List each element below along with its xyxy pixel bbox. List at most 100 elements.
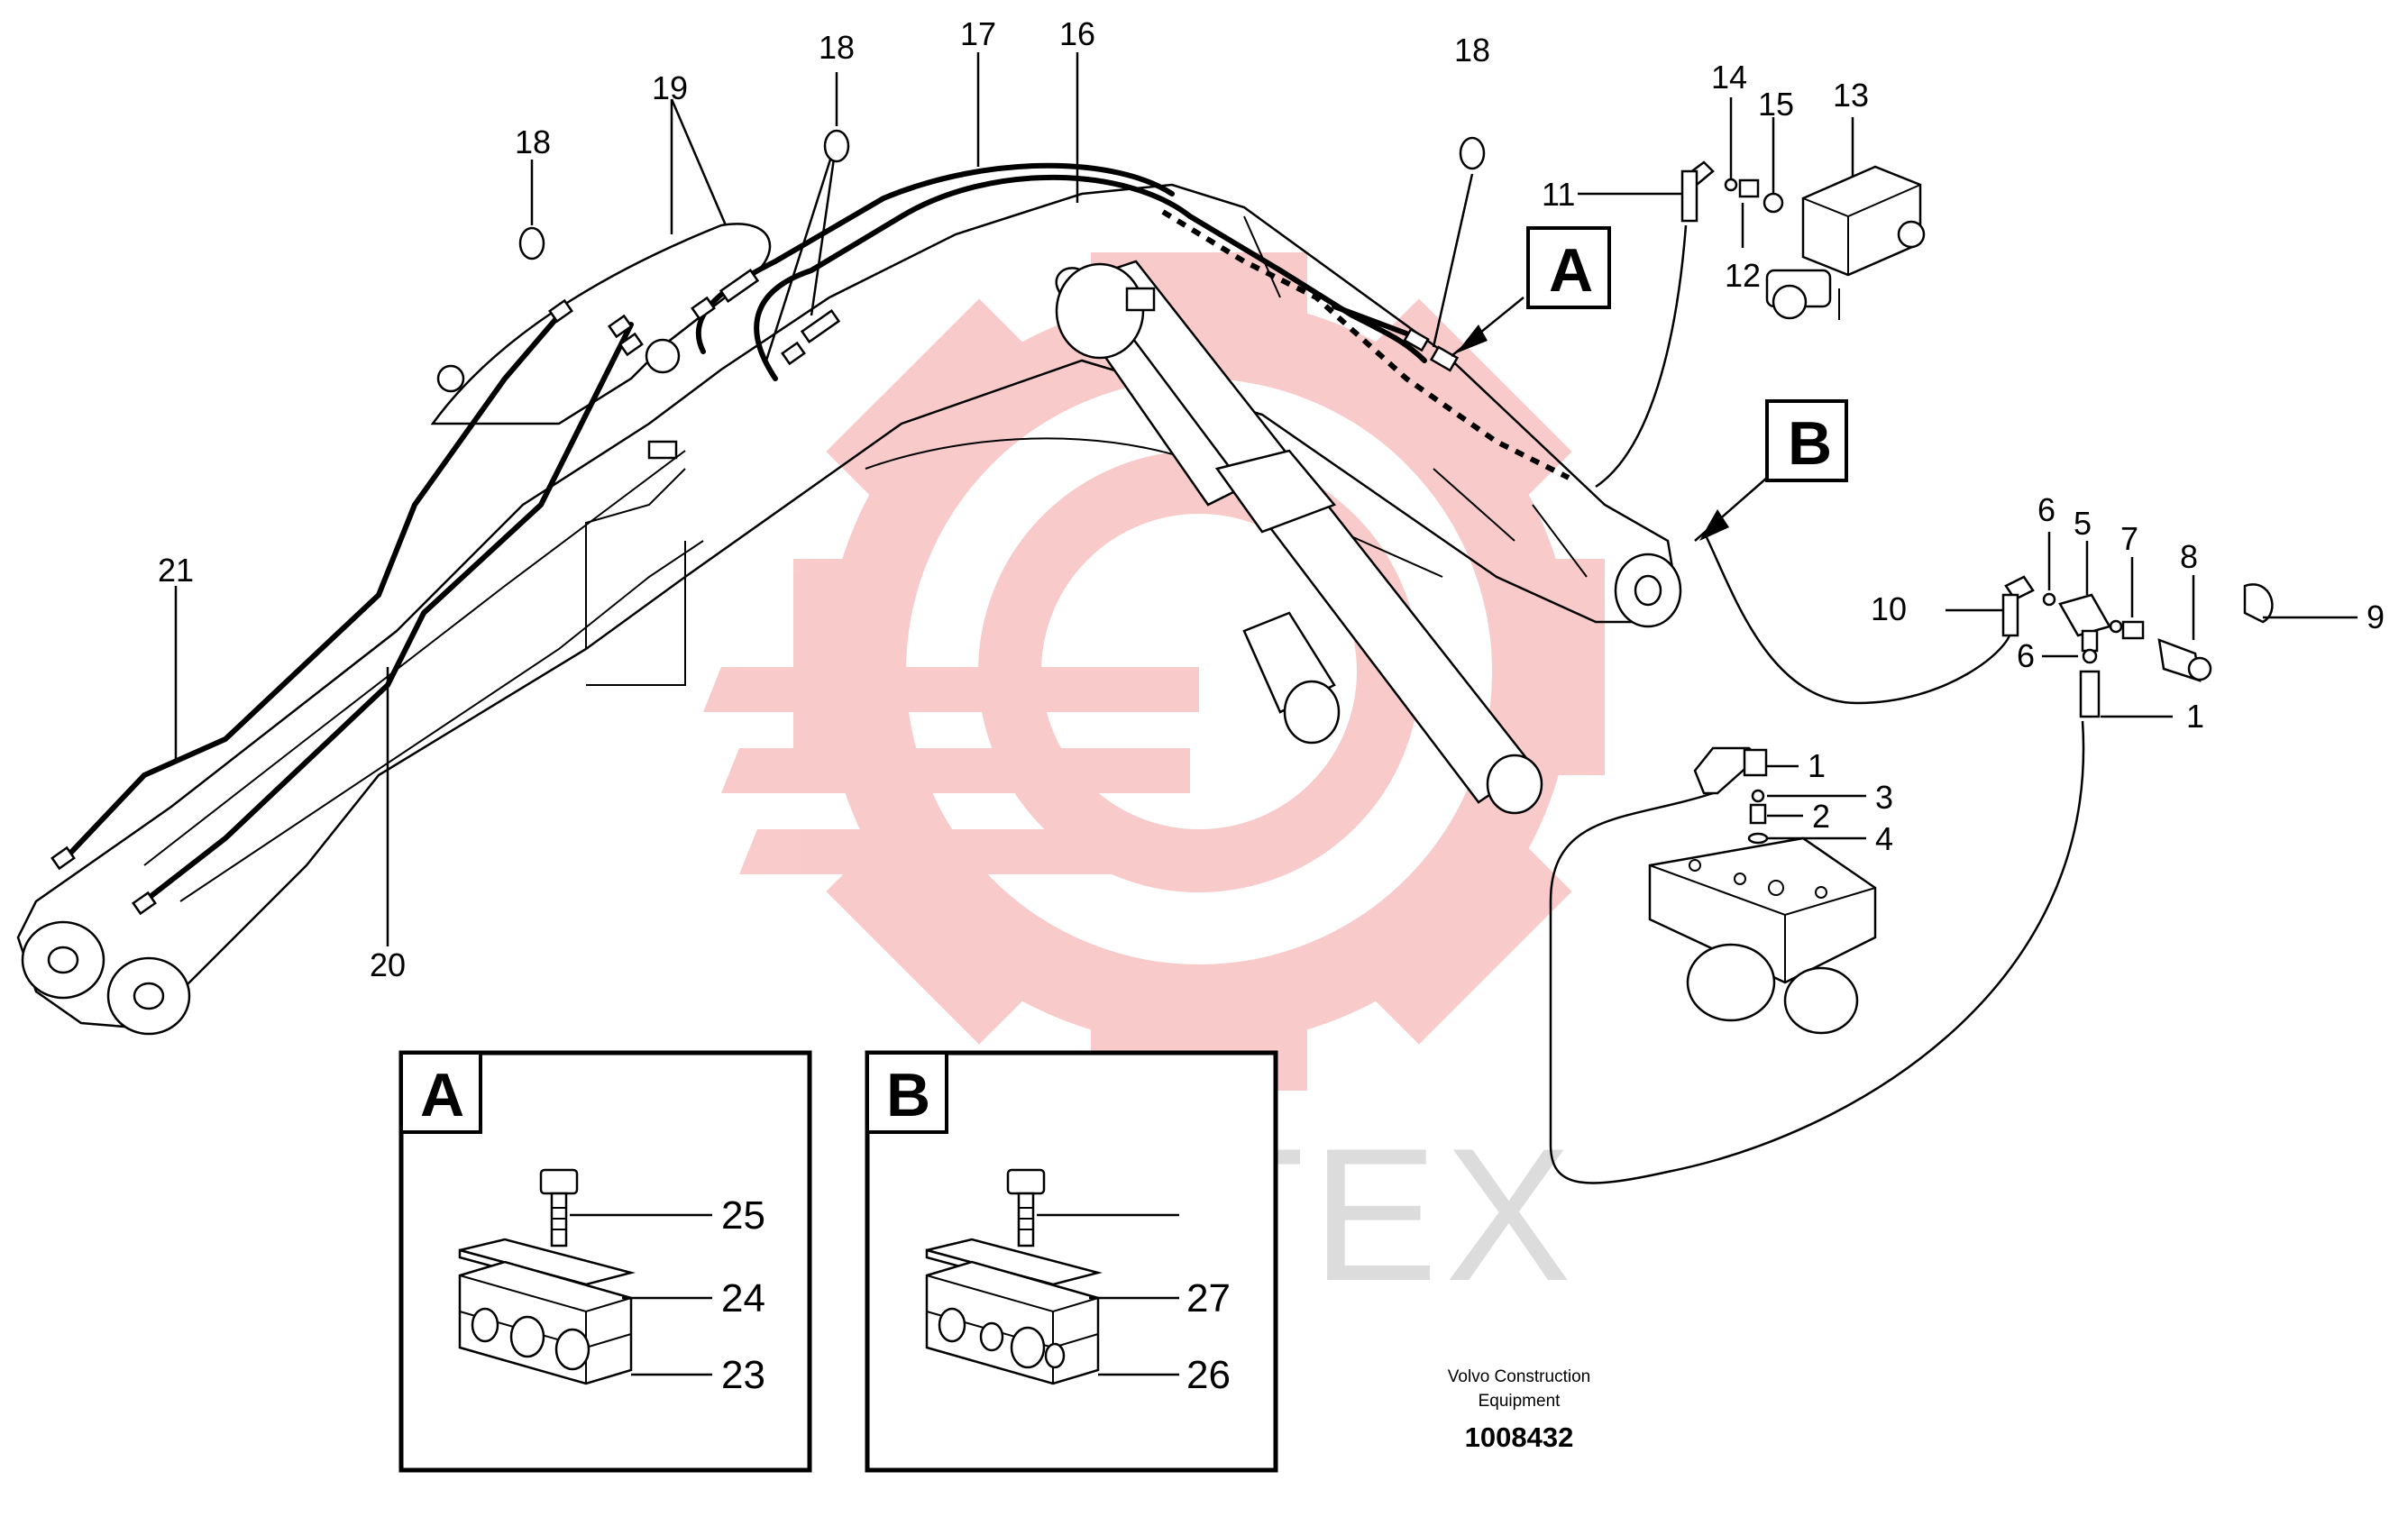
callout-7: 7	[2120, 520, 2138, 557]
adapter-7	[2121, 620, 2145, 640]
bolt-24-head	[539, 1168, 579, 1195]
boom-top-mount	[436, 364, 465, 393]
cylinder-eye-pin	[1283, 680, 1341, 745]
hoses	[60, 162, 2085, 1184]
callout-2: 2	[1812, 798, 1830, 835]
boom-nose-pin-hole	[1634, 574, 1662, 607]
fitting-11	[1680, 169, 1698, 223]
callout-8: 8	[2180, 538, 2198, 575]
tee-5	[2058, 593, 2111, 637]
callout-labels: 18 19 18 17 16 18 14 15 13 11 12 21 20 1…	[158, 15, 2385, 983]
boom-plate-line	[179, 540, 704, 902]
valve-body-edge	[1802, 184, 1921, 275]
callout-5: 5	[2074, 505, 2092, 542]
callout-10: 10	[1871, 590, 1907, 627]
callout-17: 17	[960, 15, 996, 52]
o-ring-13	[1724, 178, 1738, 192]
callout-23: 24	[721, 1276, 765, 1321]
fitting	[1429, 345, 1460, 372]
detail-box-a: A 25 24 23	[398, 1050, 812, 1473]
pilot-line-1	[1549, 720, 2085, 1184]
callout-13: 14	[1711, 59, 1747, 96]
callout-20: 20	[370, 946, 406, 983]
fitting	[132, 891, 157, 916]
callout-4: 4	[1875, 820, 1893, 857]
boom-plate-line	[143, 450, 686, 866]
detail-marker-b-label: B	[1788, 409, 1832, 478]
detail-marker-b: B	[1699, 399, 1848, 541]
leader-lines	[174, 52, 2358, 946]
callout-26: 27	[1186, 1276, 1231, 1321]
block-port	[1689, 859, 1701, 872]
boom-lug	[647, 440, 678, 460]
valve-connector	[1772, 284, 1808, 320]
adapter-2	[1749, 803, 1767, 825]
fitting	[781, 341, 806, 366]
doc-number: 1008432	[1465, 1421, 1574, 1453]
hose-16	[1332, 304, 1409, 336]
boom-plate-line	[586, 541, 686, 686]
boom-plate-line	[585, 468, 686, 649]
callout-16: 16	[1059, 15, 1095, 52]
callout-18: 18	[515, 123, 551, 160]
callout-6: 6	[2017, 637, 2035, 674]
fitting	[618, 332, 644, 357]
callout-11: 11	[1542, 176, 1575, 213]
hose-21	[60, 313, 562, 864]
callout-1: 1	[1808, 747, 1826, 784]
clip-9	[2243, 583, 2274, 624]
valve-coil	[1897, 220, 1926, 249]
block-accumulator	[1783, 966, 1859, 1035]
bracket-pin	[645, 338, 681, 374]
callout-22: 23	[721, 1353, 765, 1397]
fitting	[691, 296, 716, 321]
control-block-group	[1648, 746, 1877, 1035]
hose-17	[754, 174, 1427, 381]
o-ring-6	[2042, 592, 2056, 607]
brand-line-2: Equipment	[1479, 1392, 1561, 1411]
callout-9: 9	[2367, 599, 2385, 635]
footer: Volvo Construction Equipment 1008432	[1448, 1367, 1590, 1453]
o-ring-6b	[2082, 648, 2098, 664]
callout-25: 26	[1186, 1353, 1231, 1397]
adapter-12	[1738, 178, 1760, 198]
valve-body-15	[1801, 165, 1922, 277]
fitting-1-upper	[2079, 670, 2101, 718]
callout-15: 13	[1833, 77, 1869, 114]
hose-20	[142, 322, 634, 904]
fitting	[1403, 327, 1430, 352]
tee-5-branch	[2081, 629, 2099, 653]
block-port	[1734, 873, 1746, 885]
cylinder-gland	[1214, 449, 1337, 534]
callout-1: 1	[2186, 698, 2204, 735]
callout-18: 18	[819, 29, 855, 66]
callout-24: 25	[721, 1193, 765, 1238]
washer-14	[1763, 192, 1784, 214]
cylinder-port	[1125, 287, 1156, 312]
fitting	[548, 298, 573, 324]
detail-box-b: B 27 26	[865, 1050, 1278, 1473]
callout-19: 19	[652, 69, 688, 106]
hose-fittings	[50, 269, 1460, 916]
fitting	[50, 845, 76, 871]
pilot-line-11	[1595, 224, 1688, 489]
callout-18: 18	[1454, 32, 1490, 69]
callout-3: 3	[1875, 779, 1893, 816]
detail-marker-a-label: A	[1549, 236, 1593, 305]
solenoid-valve-group	[1680, 160, 1926, 320]
sensor-8-head	[2187, 656, 2212, 681]
block-port	[1768, 880, 1784, 896]
block-accumulator	[1686, 943, 1776, 1022]
fitting-10	[2001, 593, 2019, 637]
callout-6: 6	[2037, 491, 2055, 528]
watermark-gear	[703, 252, 1605, 1091]
boom	[16, 183, 1682, 1036]
o-ring-18	[823, 129, 850, 163]
fitting	[608, 314, 633, 339]
fitting	[800, 309, 841, 343]
cylinder-rod-eye	[1486, 754, 1543, 815]
boom-plate-line	[1532, 504, 1588, 578]
block-port	[1815, 886, 1827, 899]
